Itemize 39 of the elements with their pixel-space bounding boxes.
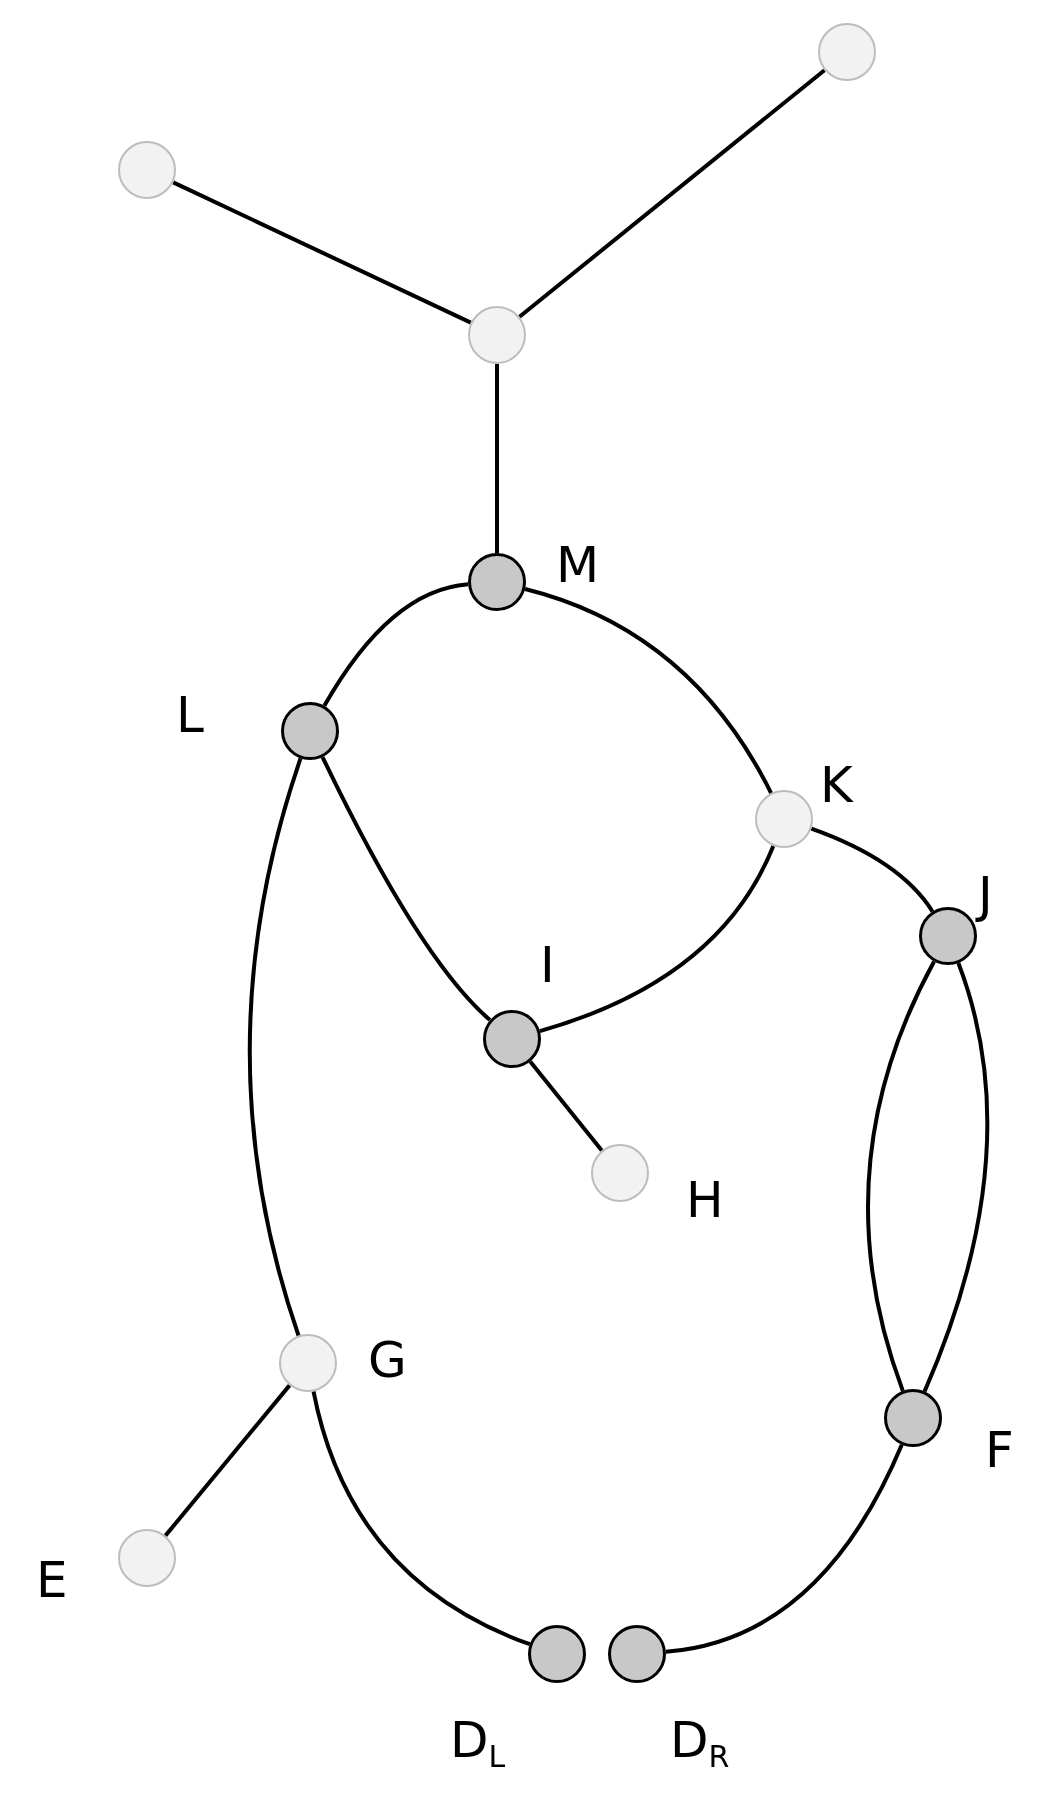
node-circle	[483, 1010, 541, 1068]
connector-line	[247, 757, 303, 1337]
connector-line	[539, 845, 776, 1033]
node-circle	[884, 1389, 942, 1447]
connector-line	[172, 180, 472, 325]
node-circle	[818, 23, 876, 81]
node-label: E	[36, 1555, 68, 1605]
connector-line	[866, 960, 936, 1392]
node-label: K	[820, 760, 853, 810]
connector-line	[322, 582, 469, 707]
node-circle	[118, 1529, 176, 1587]
node-circle	[468, 553, 526, 611]
node-circle	[528, 1625, 586, 1683]
node-circle	[281, 702, 339, 760]
node-label: F	[985, 1425, 1014, 1475]
connector-line	[495, 364, 499, 553]
node-circle	[118, 141, 176, 199]
connector-line	[311, 1391, 531, 1647]
node-circle	[591, 1144, 649, 1202]
node-circle	[755, 790, 813, 848]
connector-line	[922, 962, 990, 1393]
connector-line	[528, 1060, 604, 1152]
node-label: I	[540, 940, 555, 990]
node-circle	[279, 1334, 337, 1392]
node-label: G	[368, 1335, 407, 1385]
node-label: D$_{R}$	[670, 1715, 730, 1772]
node-label: D$_{L}$	[450, 1715, 506, 1772]
node-circle	[919, 907, 977, 965]
connector-line	[524, 587, 773, 794]
node-circle	[468, 306, 526, 364]
connector-line	[163, 1384, 292, 1537]
connector-line	[665, 1443, 904, 1654]
node-label: M	[556, 540, 600, 590]
node-circle	[608, 1625, 666, 1683]
connector-line	[320, 756, 492, 1022]
node-label: H	[686, 1175, 724, 1225]
connector-line	[810, 826, 935, 913]
connector-line	[518, 68, 826, 319]
node-label: L	[176, 690, 204, 740]
